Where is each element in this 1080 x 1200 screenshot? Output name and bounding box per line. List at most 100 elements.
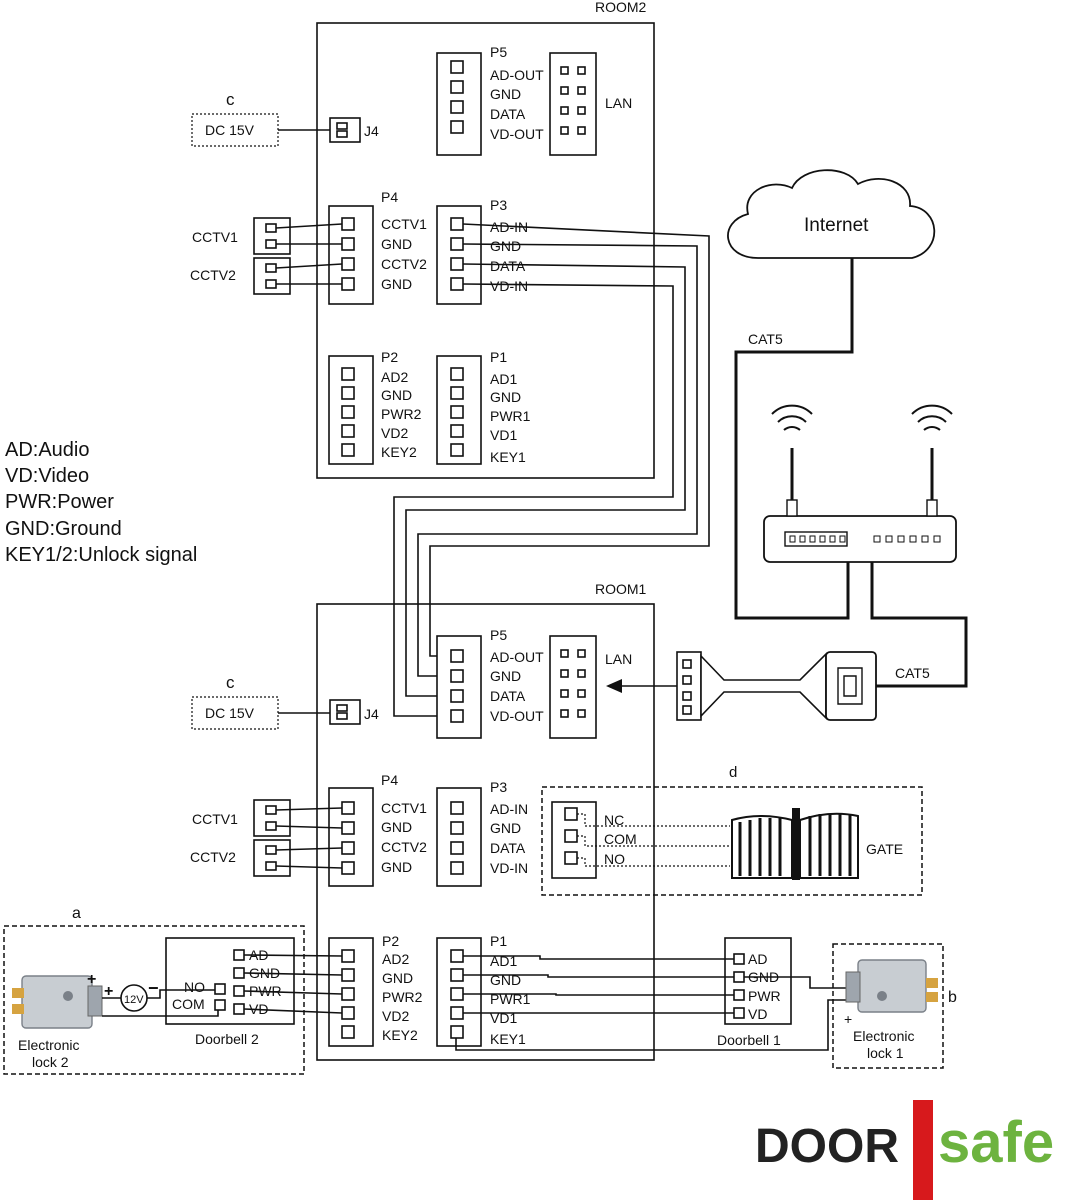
lock1-plus: + — [844, 1011, 852, 1027]
lan-label: LAN — [605, 651, 632, 667]
room1-power-supply: c DC 15V — [191, 673, 330, 730]
room2-p1-connector: P1 AD1 GND PWR1 VD1 KEY1 — [436, 349, 531, 465]
pin-label: VD-OUT — [490, 708, 544, 724]
wifi-signal-icon — [771, 404, 813, 431]
lock2-label-line1: Electronic — [18, 1037, 79, 1053]
room1-unit — [316, 603, 655, 1061]
pin-label: GND — [490, 668, 521, 684]
pin-label: AD-OUT — [490, 67, 544, 83]
legend-item: GND:Ground — [5, 518, 122, 540]
power-letter: c — [226, 90, 235, 109]
lock1-label-line2: lock 1 — [867, 1045, 904, 1061]
brand-door: DOOR — [755, 1120, 899, 1173]
pin-label: KEY1 — [490, 1031, 526, 1047]
connector-name: P4 — [381, 189, 398, 205]
relay-no-label: NO — [184, 979, 205, 995]
j4-label: J4 — [364, 706, 379, 722]
room1-p5-connector: P5 AD-OUT GND DATA VD-OUT — [436, 627, 544, 739]
pin-label: AD2 — [382, 951, 409, 967]
pin-label: GND — [381, 236, 412, 252]
legend-item: KEY1/2:Unlock signal — [5, 544, 197, 566]
pin-label: PWR2 — [381, 406, 422, 422]
room1-p4-connector: P4 CCTV1 GND CCTV2 GND — [328, 772, 427, 887]
pin-label: DATA — [490, 258, 526, 274]
pin-label: PWR1 — [490, 991, 531, 1007]
connector-name: P1 — [490, 933, 507, 949]
room1-p1-connector: P1 AD1 GND PWR1 VD1 KEY1 — [436, 933, 531, 1047]
p1-doorbell1-wires — [455, 955, 846, 1051]
lock1-letter: b — [948, 989, 957, 1006]
pin-label: GND — [381, 859, 412, 875]
power-label: DC 15V — [205, 122, 255, 138]
room2-title: ROOM2 — [595, 0, 647, 15]
pin-label: GND — [381, 387, 412, 403]
pin-label: KEY2 — [381, 444, 417, 460]
connector-name: P2 — [381, 349, 398, 365]
relay-com-label: COM — [172, 996, 205, 1012]
lock2-label-line2: lock 2 — [32, 1054, 69, 1070]
pin-label: DATA — [490, 688, 526, 704]
cat5-label-top: CAT5 — [748, 331, 783, 347]
power-label: DC 15V — [205, 705, 255, 721]
relay-nc-label: NC — [604, 812, 624, 828]
pin-label: VD-IN — [490, 278, 528, 294]
lock2-plus: + — [87, 971, 96, 988]
pin-label: GND — [490, 820, 521, 836]
room1-p2-connector: P2 AD2 GND PWR2 VD2 KEY2 — [328, 933, 423, 1047]
pin-label: PWR — [748, 988, 781, 1004]
pin-label: GND — [490, 238, 521, 254]
lock2-letter: a — [72, 905, 81, 922]
gate-section: d NC COM NO GATE — [541, 764, 923, 896]
relay-com-label: COM — [604, 831, 637, 847]
voltage-label: 12V — [124, 994, 144, 1006]
room2-p4-connector: P4 CCTV1 GND CCTV2 GND — [328, 189, 427, 305]
legend-item: PWR:Power — [5, 491, 114, 513]
room2-unit — [316, 22, 655, 479]
arrow-left-icon — [606, 679, 622, 693]
electronic-lock-icon — [845, 959, 938, 1013]
room1-cctv-inputs: CCTV1 CCTV2 — [190, 799, 343, 877]
pin-label: VD2 — [381, 425, 408, 441]
room1-j4-connector: J4 — [329, 699, 379, 725]
connector-name: P2 — [382, 933, 399, 949]
rj45-plug-icon — [825, 651, 877, 721]
pin-label: AD1 — [490, 953, 517, 969]
connector-name: P3 — [490, 197, 507, 213]
gate-icon — [731, 808, 859, 880]
lan-label: LAN — [605, 95, 632, 111]
lock2-section: a + + − 12V Electronic lock 2 — [3, 905, 305, 1075]
connector-name: P5 — [490, 627, 507, 643]
room-link-cable — [393, 223, 710, 717]
power-letter: c — [226, 673, 235, 692]
pin-label: GND — [490, 972, 521, 988]
lock1-label-line1: Electronic — [853, 1028, 914, 1044]
room2-power-supply: c DC 15V — [191, 90, 330, 147]
connector-name: P3 — [490, 779, 507, 795]
pin-label: VD1 — [490, 1010, 517, 1026]
legend-item: AD:Audio — [5, 439, 90, 461]
pin-label: CCTV1 — [381, 800, 427, 816]
pin-label: VD — [748, 1006, 767, 1022]
connector-name: P1 — [490, 349, 507, 365]
cctv2-label: CCTV2 — [190, 267, 236, 283]
pin-label: GND — [490, 86, 521, 102]
room2-j4-connector: J4 — [329, 117, 379, 143]
lan-adapter-cable — [606, 651, 877, 721]
j4-label: J4 — [364, 123, 379, 139]
wifi-signal-icon — [911, 404, 953, 431]
cctv1-label: CCTV1 — [192, 811, 238, 827]
doorbell2-label: Doorbell 2 — [195, 1031, 259, 1047]
room1-p3-connector: P3 AD-IN GND DATA VD-IN — [436, 779, 528, 887]
gate-label: GATE — [866, 841, 903, 857]
legend-item: VD:Video — [5, 465, 89, 487]
gate-letter: d — [729, 764, 737, 781]
connector-name: P4 — [381, 772, 398, 788]
pin-label: PWR2 — [382, 989, 423, 1005]
room2-lan-port: LAN — [549, 52, 632, 156]
pin-label: GND — [490, 389, 521, 405]
pin-label: CCTV2 — [381, 256, 427, 272]
pin-label: PWR1 — [490, 408, 531, 424]
pin-label: VD-IN — [490, 860, 528, 876]
brand-bar — [913, 1100, 933, 1200]
